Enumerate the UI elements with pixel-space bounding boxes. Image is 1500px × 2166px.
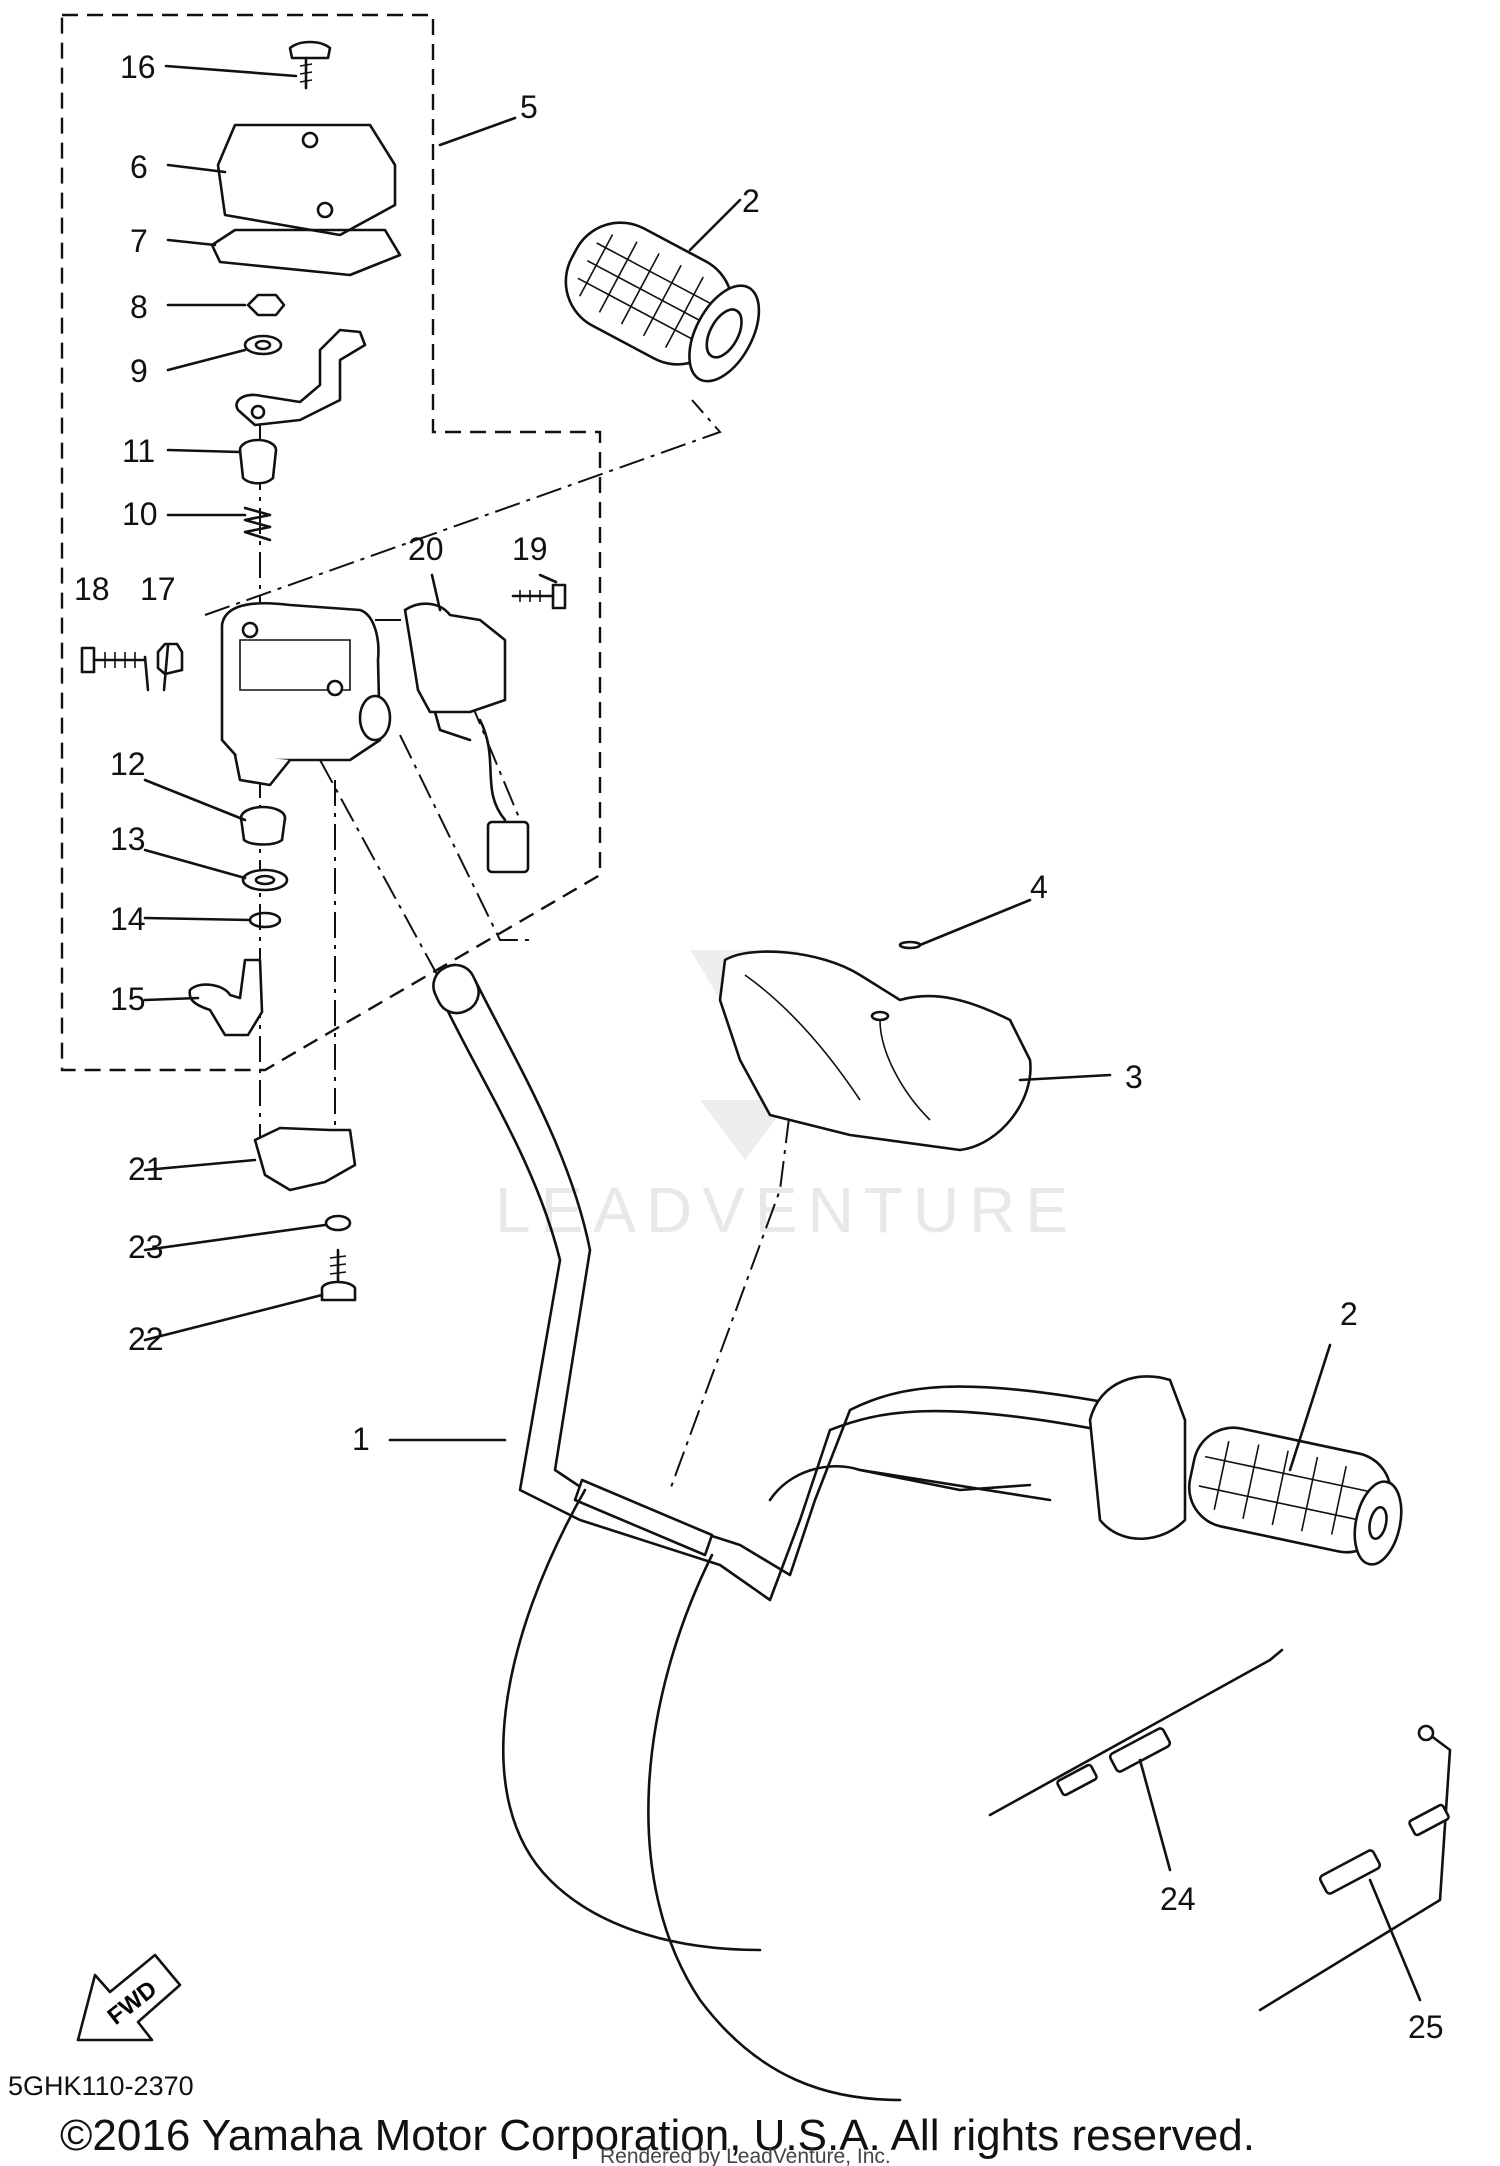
leader-lines bbox=[143, 64, 1422, 2002]
switch-housing bbox=[80, 40, 567, 1302]
callout-2b: 2 bbox=[1340, 1296, 1358, 1332]
copyright: ©2016 Yamaha Motor Corporation, U.S.A. A… bbox=[60, 2111, 1255, 2160]
grip-upper bbox=[564, 221, 761, 383]
callout-7: 7 bbox=[130, 223, 148, 259]
callout-10: 10 bbox=[122, 496, 158, 532]
callout-2a: 2 bbox=[742, 183, 760, 219]
callout-22: 22 bbox=[128, 1321, 164, 1357]
callout-11: 11 bbox=[122, 433, 155, 469]
callout-17: 17 bbox=[140, 571, 176, 607]
callout-20: 20 bbox=[408, 531, 444, 567]
callouts: 16 5 6 2 7 8 9 11 10 20 19 18 17 12 13 1… bbox=[74, 49, 1444, 2045]
callout-6: 6 bbox=[130, 149, 148, 185]
rendered-by: Rendered by LeadVenture, Inc. bbox=[600, 2145, 891, 2166]
callout-3: 3 bbox=[1125, 1059, 1143, 1095]
watermark-text: LEADVENTURE bbox=[495, 1174, 1078, 1246]
callout-14: 14 bbox=[110, 901, 146, 937]
callout-16: 16 bbox=[120, 49, 156, 85]
callout-4: 4 bbox=[1030, 869, 1048, 905]
handlebar bbox=[432, 963, 1122, 1602]
callout-25: 25 bbox=[1408, 2009, 1444, 2045]
cable-25 bbox=[1258, 1724, 1452, 2012]
callout-9: 9 bbox=[130, 353, 148, 389]
callout-13: 13 bbox=[110, 821, 146, 857]
callout-1: 1 bbox=[352, 1421, 370, 1457]
callout-21: 21 bbox=[128, 1151, 164, 1187]
callout-8: 8 bbox=[130, 289, 148, 325]
callout-12: 12 bbox=[110, 746, 146, 782]
fwd-arrow: FWD bbox=[76, 1953, 182, 2042]
callout-15: 15 bbox=[110, 981, 146, 1017]
grip-lower bbox=[858, 1375, 1403, 1566]
assembly-boundary bbox=[60, 13, 602, 1072]
cable-loops bbox=[501, 1464, 1052, 2102]
diagram-code: 5GHK110-2370 bbox=[8, 2071, 194, 2101]
alignment-lines bbox=[204, 399, 801, 1491]
callout-18: 18 bbox=[74, 571, 110, 607]
callout-5: 5 bbox=[520, 89, 538, 125]
callout-19: 19 bbox=[512, 531, 548, 567]
callout-24: 24 bbox=[1160, 1881, 1196, 1917]
callout-23: 23 bbox=[128, 1229, 164, 1265]
cable-24 bbox=[988, 1648, 1284, 1817]
handlebar-cover bbox=[718, 940, 1032, 1152]
